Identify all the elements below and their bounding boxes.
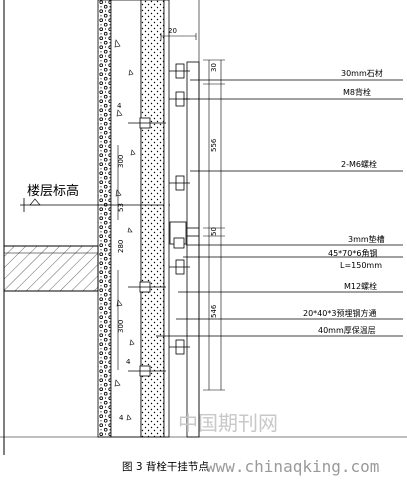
leader-lines	[156, 79, 403, 337]
dim-20: 20	[168, 27, 177, 35]
caption-area: 图 3 背栓干挂节点 www.chinaqking.com	[0, 455, 407, 483]
dim-53: 53	[117, 203, 125, 212]
dim-546: 546	[210, 304, 218, 318]
dim-280: 280	[117, 240, 125, 253]
label-angle-steel: 45*70*6角钢	[328, 248, 377, 258]
label-m8-bolt: M8背栓	[343, 87, 371, 97]
floor-level-label: 楼层标高	[27, 183, 79, 199]
bolt-anchors	[128, 63, 190, 377]
brick-layer	[97, 0, 112, 438]
label-stone: 30mm石材	[341, 68, 383, 78]
label-m6-bolt: 2-M6螺栓	[341, 159, 377, 169]
label-channel: 3mm垫槽	[348, 234, 385, 244]
stone-panel	[186, 0, 200, 438]
dim-300-lower: 300	[117, 320, 125, 333]
dim-30: 30	[210, 63, 218, 72]
dim-50: 50	[210, 227, 218, 236]
dim-556: 556	[210, 138, 218, 152]
concrete-wall: 4 4 4	[110, 0, 142, 438]
dim-300-upper: 300	[117, 155, 125, 168]
svg-text:4: 4	[119, 414, 124, 422]
vertical-steel	[163, 0, 170, 438]
figure-caption: 图 3 背栓干挂节点	[122, 461, 209, 473]
label-insulation: 40mm厚保温层	[318, 325, 376, 335]
svg-text:4: 4	[126, 358, 131, 366]
floor-slab	[3, 245, 99, 292]
label-square-tube: 20*40*3预埋钢方通	[303, 308, 376, 318]
label-m12-bolt: M12螺栓	[344, 281, 377, 291]
floor-level-marker	[20, 198, 170, 212]
dimension-lines	[117, 33, 225, 391]
watermark-url: www.chinaqking.com	[206, 457, 380, 476]
watermark-chinese: 中国期刊网	[178, 411, 278, 435]
label-angle-length: L=150mm	[340, 261, 382, 270]
svg-text:4: 4	[117, 102, 122, 110]
